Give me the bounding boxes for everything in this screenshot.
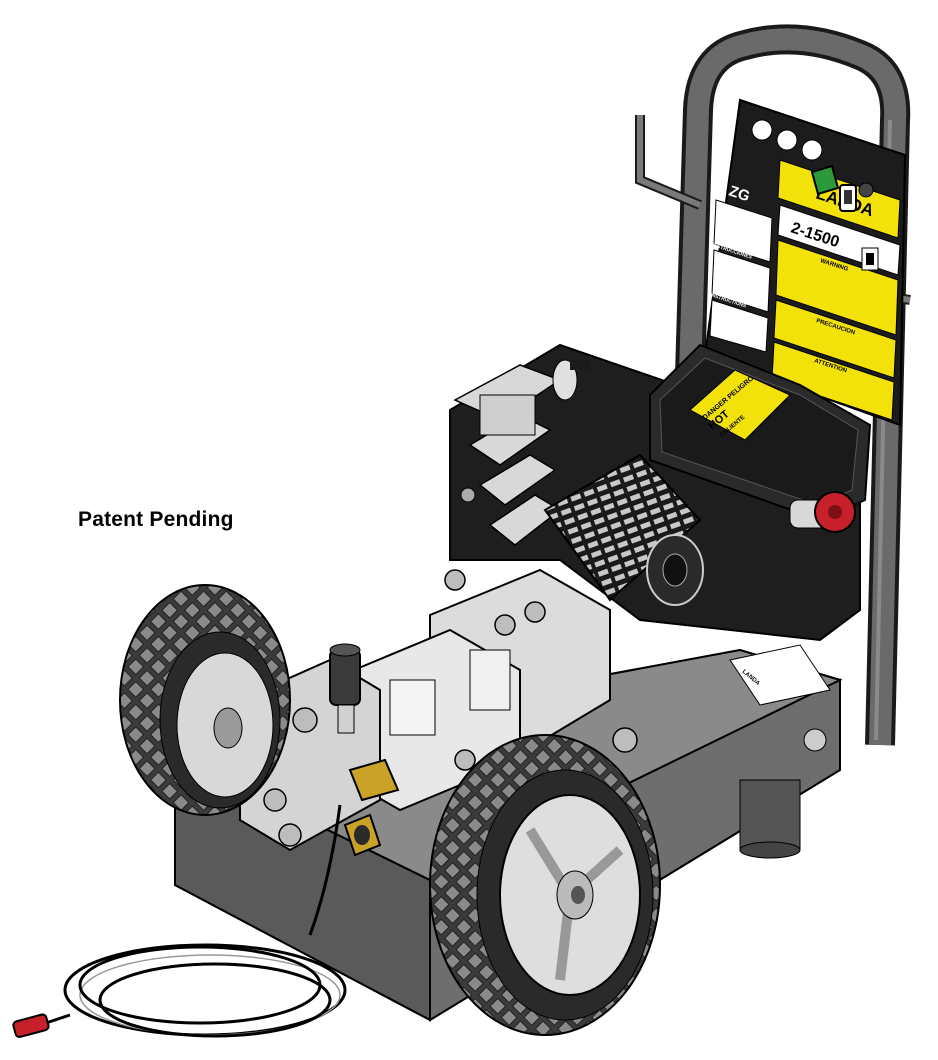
quick-connect-icon: [343, 758, 400, 857]
fuel-knob-icon: [789, 491, 856, 533]
front-wheel: [429, 734, 661, 1036]
patent-pending-caption: Patent Pending: [78, 508, 234, 531]
model-code: ZG: [727, 183, 752, 206]
hose-coil-icon: [39, 804, 347, 1038]
rear-wheel: [119, 584, 291, 816]
engine: DANGER PELIGRO HOT CALIENTE: [449, 343, 872, 642]
spray-nozzle-icon: [810, 164, 874, 212]
hose-end-cap-icon: [12, 1013, 50, 1038]
